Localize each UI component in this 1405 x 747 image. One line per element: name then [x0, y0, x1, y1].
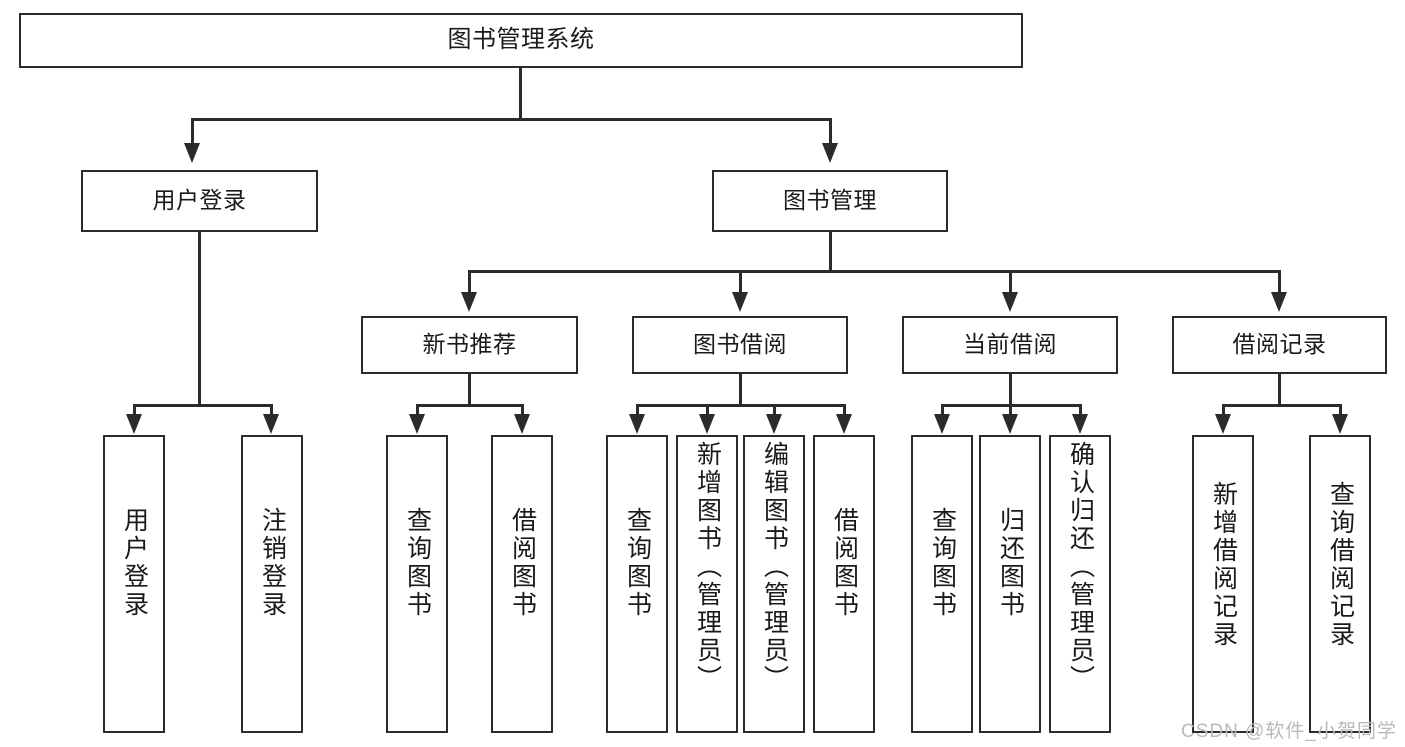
node-label: 当前借阅 [963, 331, 1057, 358]
connector-to-leaf-bb-query [636, 404, 639, 416]
node-label: 确认归还（管理员） [1066, 441, 1095, 693]
node-label: 新增图书（管理员） [693, 441, 722, 693]
leaf-cb-confirm-return-admin[interactable]: 确认归还（管理员） [1049, 435, 1111, 733]
node-label: 用户登录 [152, 187, 247, 214]
connector-to-leaf-nbr-query [416, 404, 419, 416]
leaf-br-add-record[interactable]: 新增借阅记录 [1192, 435, 1254, 733]
node-label: 查询图书 [403, 507, 432, 619]
connector-to-leaf-logout [270, 404, 273, 416]
connector-to-current-borrow [1009, 270, 1012, 294]
connector-root-to-book-management [829, 118, 832, 145]
connector-to-leaf-br-query [1339, 404, 1342, 416]
node-label: 查询图书 [928, 507, 957, 619]
leaf-bb-add-book-admin[interactable]: 新增图书（管理员） [676, 435, 738, 733]
node-book-management[interactable]: 图书管理 [712, 170, 948, 232]
node-label: 用户登录 [120, 507, 149, 619]
connector-to-leaf-bb-add [706, 404, 709, 416]
arrowhead-leaf-bb-add [699, 414, 715, 434]
node-label: 借阅图书 [830, 507, 859, 619]
connector-new-book-recommend-bus [416, 404, 523, 407]
connector-new-book-recommend-stem [468, 374, 471, 406]
leaf-cb-query-book[interactable]: 查询图书 [911, 435, 973, 733]
connector-to-leaf-bb-edit [773, 404, 776, 416]
node-label: 图书管理 [783, 187, 877, 214]
arrowhead-leaf-cb-return [1002, 414, 1018, 434]
connector-to-leaf-br-add [1222, 404, 1225, 416]
node-label: 图书管理系统 [447, 26, 595, 54]
connector-user-login-stem [198, 232, 201, 406]
leaf-nbr-borrow-book[interactable]: 借阅图书 [491, 435, 553, 733]
connector-current-borrow-stem [1009, 374, 1012, 406]
connector-book-borrow-stem [739, 374, 742, 406]
leaf-bb-query-book[interactable]: 查询图书 [606, 435, 668, 733]
node-label: 查询借阅记录 [1326, 481, 1355, 649]
arrowhead-leaf-br-query [1332, 414, 1348, 434]
arrowhead-leaf-logout [263, 414, 279, 434]
node-label: 归还图书 [996, 507, 1025, 619]
node-user-login[interactable]: 用户登录 [81, 170, 318, 232]
node-new-book-recommend[interactable]: 新书推荐 [361, 316, 578, 374]
connector-root-to-user-login [191, 118, 194, 145]
node-borrow-record[interactable]: 借阅记录 [1172, 316, 1387, 374]
node-label: 借阅记录 [1232, 331, 1327, 358]
node-label: 借阅图书 [508, 507, 537, 619]
connector-to-leaf-cb-return [1009, 404, 1012, 416]
connector-to-leaf-cb-query [941, 404, 944, 416]
connector-root-stem [519, 68, 522, 120]
connector-book-management-stem [829, 232, 832, 272]
node-label: 新增借阅记录 [1209, 481, 1238, 649]
connector-borrow-record-bus [1222, 404, 1341, 407]
arrowhead-book-management [822, 143, 838, 163]
arrowhead-current-borrow [1002, 292, 1018, 312]
leaf-logout[interactable]: 注销登录 [241, 435, 303, 733]
arrowhead-new-book-recommend [461, 292, 477, 312]
connector-to-new-book-recommend [468, 270, 471, 294]
leaf-user-login[interactable]: 用户登录 [103, 435, 165, 733]
leaf-nbr-query-book[interactable]: 查询图书 [386, 435, 448, 733]
arrowhead-user-login [184, 143, 200, 163]
leaf-cb-return-book[interactable]: 归还图书 [979, 435, 1041, 733]
node-book-borrow[interactable]: 图书借阅 [632, 316, 848, 374]
arrowhead-leaf-cb-query [934, 414, 950, 434]
arrowhead-book-borrow [732, 292, 748, 312]
arrowhead-leaf-bb-borrow [836, 414, 852, 434]
arrowhead-borrow-record [1271, 292, 1287, 312]
connector-to-leaf-cb-confirm [1079, 404, 1082, 416]
arrowhead-leaf-nbr-query [409, 414, 425, 434]
connector-to-leaf-bb-borrow [843, 404, 846, 416]
node-book-management-system[interactable]: 图书管理系统 [19, 13, 1023, 68]
connector-to-borrow-record [1278, 270, 1281, 294]
arrowhead-leaf-cb-confirm [1072, 414, 1088, 434]
arrowhead-leaf-user-login [126, 414, 142, 434]
connector-level3-bus [468, 270, 1280, 273]
leaf-br-query-record[interactable]: 查询借阅记录 [1309, 435, 1371, 733]
connector-to-leaf-user-login [133, 404, 136, 416]
connector-root-bus [191, 118, 831, 121]
connector-to-book-borrow [739, 270, 742, 294]
node-label: 编辑图书（管理员） [760, 441, 789, 693]
connector-to-leaf-nbr-borrow [521, 404, 524, 416]
node-label: 图书借阅 [693, 331, 787, 358]
arrowhead-leaf-br-add [1215, 414, 1231, 434]
connector-borrow-record-stem [1278, 374, 1281, 406]
node-label: 新书推荐 [422, 331, 517, 358]
arrowhead-leaf-bb-edit [766, 414, 782, 434]
leaf-bb-borrow-book[interactable]: 借阅图书 [813, 435, 875, 733]
arrowhead-leaf-bb-query [629, 414, 645, 434]
connector-user-login-bus [133, 404, 270, 407]
connector-book-borrow-bus [636, 404, 845, 407]
node-label: 查询图书 [623, 507, 652, 619]
node-label: 注销登录 [258, 507, 287, 619]
leaf-bb-edit-book-admin[interactable]: 编辑图书（管理员） [743, 435, 805, 733]
node-current-borrow[interactable]: 当前借阅 [902, 316, 1118, 374]
arrowhead-leaf-nbr-borrow [514, 414, 530, 434]
